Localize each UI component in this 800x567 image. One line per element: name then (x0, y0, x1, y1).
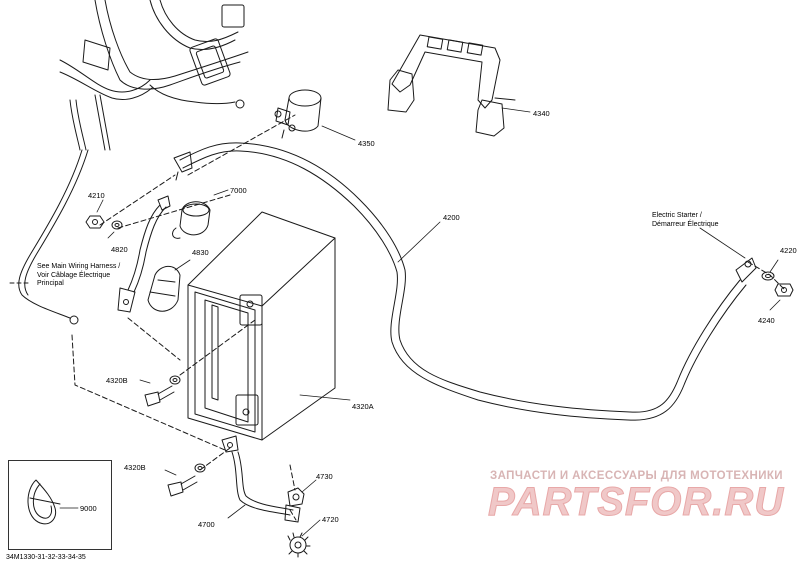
terminal-cap (172, 201, 211, 239)
label-4720: 4720 (322, 515, 339, 524)
watermark-tagline: ЗАПЧАСТИ И АКСЕССУАРЫ ДЛЯ МОТОТЕХНИКИ (490, 470, 783, 482)
battery-bolt-lower (167, 463, 206, 497)
nut-and-washer (85, 215, 123, 230)
label-4350: 4350 (358, 139, 375, 148)
harness-note-line-3: Principal (37, 280, 64, 287)
label-4820: 4820 (111, 245, 128, 254)
label-4200: 4200 (443, 213, 460, 222)
negative-battery-cable (117, 195, 171, 313)
main-wiring-harness (59, 0, 249, 151)
label-4240: 4240 (758, 316, 775, 325)
starter-terminal-hardware (761, 271, 794, 297)
watermark-brand: PARTSFOR.RU (487, 480, 785, 525)
inset-clip (27, 479, 61, 525)
positive-cable (173, 142, 757, 421)
ground-strap (221, 435, 301, 523)
starter-note-line-1: Electric Starter / (652, 212, 702, 219)
label-4340: 4340 (533, 109, 550, 118)
label-4700: 4700 (198, 520, 215, 529)
harness-ground-wire (9, 149, 89, 325)
label-7000: 7000 (230, 186, 247, 195)
starter-note-line-2: Démarreur Électrique (652, 220, 719, 228)
label-9000: 9000 (80, 504, 97, 513)
battery-bolt-upper (144, 375, 181, 407)
label-4320b-upper: 4320B (106, 376, 128, 385)
starter-note: Electric Starter / Démarreur Électrique (652, 212, 719, 229)
battery (187, 211, 336, 441)
callout-lines (59, 107, 781, 537)
starter-solenoid (274, 89, 322, 139)
label-4210: 4210 (88, 191, 105, 200)
inset-frame (8, 460, 112, 550)
terminal-boot (147, 265, 181, 312)
battery-strap (387, 34, 516, 137)
harness-note-line-1: See Main Wiring Harness / (37, 263, 121, 270)
label-4320b-lower: 4320B (124, 463, 146, 472)
label-4320a: 4320A (352, 402, 374, 411)
label-4830: 4830 (192, 248, 209, 257)
harness-note-line-2: Voir Câblage Électrique (37, 271, 111, 279)
drawing-reference: 34M1330-31-32-33-34-35 (6, 554, 86, 561)
ground-nut (287, 487, 305, 507)
harness-note: See Main Wiring Harness / Voir Câblage É… (37, 263, 120, 289)
star-washer (287, 532, 311, 558)
leader-lines (71, 114, 786, 521)
label-4220: 4220 (780, 246, 797, 255)
label-4730: 4730 (316, 472, 333, 481)
